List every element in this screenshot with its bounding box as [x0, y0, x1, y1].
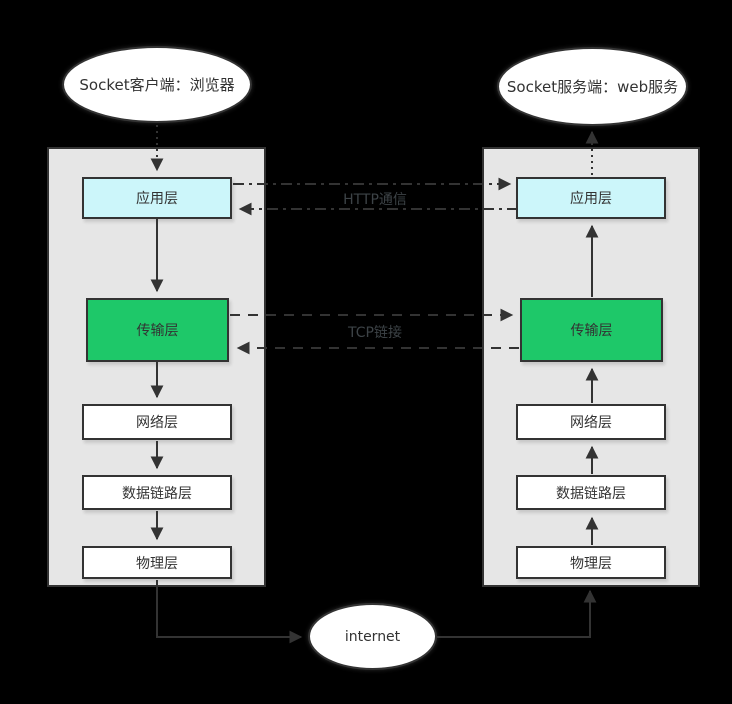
http-connection-label: HTTP通信: [343, 192, 407, 208]
server-stack-container: [482, 147, 700, 587]
server-transport-layer-box: 传输层: [520, 298, 663, 362]
client-physical-layer-box: 物理层: [82, 546, 232, 579]
client-transport-layer-label: 传输层: [136, 323, 179, 339]
client-datalink-layer-label: 数据链路层: [122, 485, 192, 502]
server-network-layer-box: 网络层: [516, 404, 666, 440]
server-datalink-layer-box: 数据链路层: [516, 475, 666, 510]
internet-node-label: internet: [344, 628, 401, 645]
client-physical-layer-label: 物理层: [136, 555, 178, 572]
client-network-layer-label: 网络层: [136, 415, 178, 431]
server-node-label: Socket服务端：web服务: [506, 78, 679, 96]
server-application-layer-box: 应用层: [516, 177, 666, 219]
server-datalink-layer-label: 数据链路层: [556, 485, 626, 502]
client-node-label: Socket客户端：浏览器: [79, 76, 235, 94]
internet-to-server-physical-arrow: [437, 589, 597, 638]
client-network-layer-box: 网络层: [82, 404, 232, 440]
tcp-connection-label: TCP链接: [348, 325, 402, 341]
client-application-layer-label: 应用层: [136, 191, 178, 207]
client-datalink-layer-box: 数据链路层: [82, 475, 232, 510]
server-physical-layer-label: 物理层: [570, 555, 612, 572]
client-node: Socket客户端：浏览器: [62, 46, 252, 123]
client-transport-layer-box: 传输层: [86, 298, 229, 362]
server-network-layer-label: 网络层: [570, 415, 612, 431]
client-application-layer-box: 应用层: [82, 177, 232, 219]
client-physical-to-internet-arrow: [156, 580, 303, 644]
server-application-layer-label: 应用层: [570, 191, 612, 207]
server-transport-layer-label: 传输层: [570, 323, 613, 339]
server-physical-layer-box: 物理层: [516, 546, 666, 579]
internet-node: internet: [308, 603, 437, 670]
server-node: Socket服务端：web服务: [497, 47, 688, 126]
